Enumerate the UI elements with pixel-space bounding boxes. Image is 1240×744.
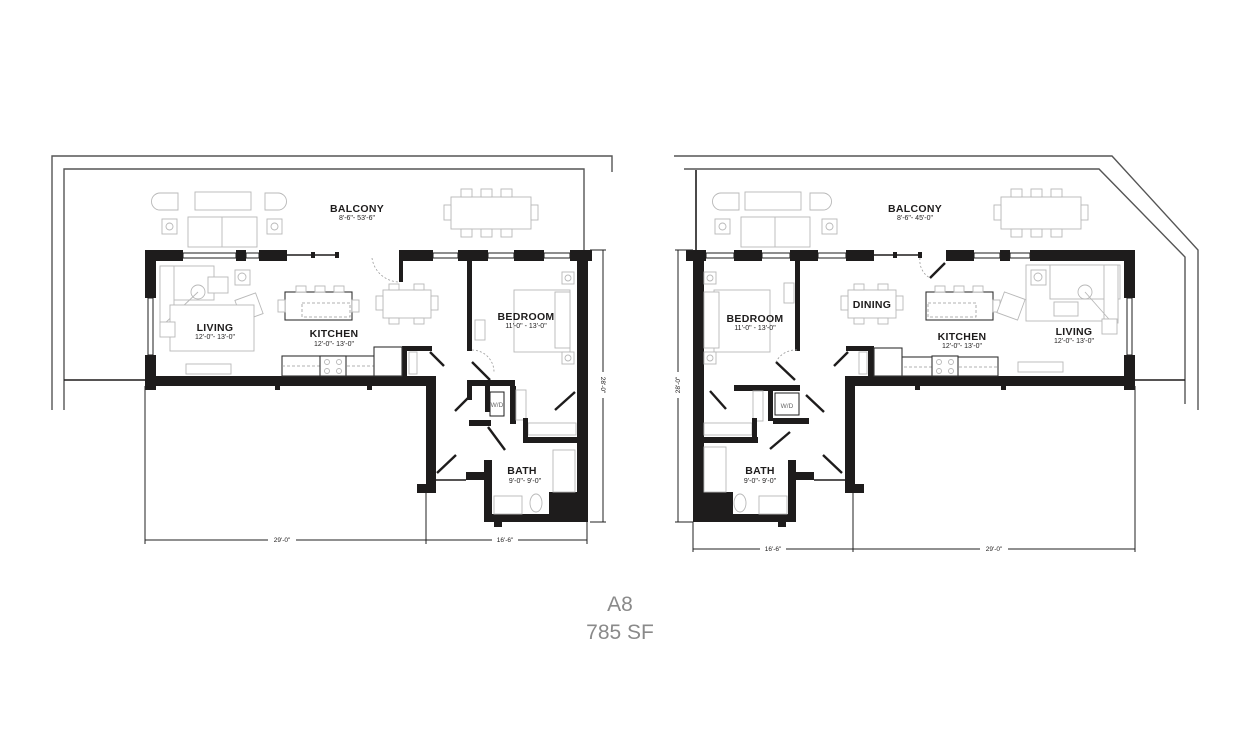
balcony-inner-edge <box>684 168 1186 404</box>
width-dim-b-right: 29'-0" <box>986 546 1003 553</box>
kitchen-label-right: KITCHEN <box>938 331 987 343</box>
bath-dims-left: 9'-0"- 9'-0" <box>509 478 542 485</box>
dining-table-left <box>375 283 439 325</box>
living-furniture-right <box>996 264 1121 373</box>
bedroom-furniture-left <box>474 271 575 365</box>
balcony-label-left: BALCONY <box>330 203 384 215</box>
kitchen-label-left: KITCHEN <box>310 328 359 340</box>
depth-dim-left: 28'-0" <box>599 377 606 394</box>
balcony-label-right: BALCONY <box>888 203 942 215</box>
balcony-lounge-furniture <box>712 191 838 248</box>
width-dim-a-left: 29'-0" <box>274 537 291 544</box>
left-floor-plan: W/D BATH 9'-0"- 9'-0" <box>51 155 613 544</box>
bedroom-furniture-right <box>703 271 795 365</box>
kitchen-island-right <box>925 285 1001 321</box>
balcony-inner-edge <box>63 168 585 410</box>
laundry-label-right: W/D <box>781 403 794 410</box>
laundry-label-left: W/D <box>491 402 504 409</box>
bedroom-dims-left: 11'-0" - 13'-0" <box>505 323 547 330</box>
right-floor-plan: W/D BATH 9'-0"- 9'-0" <box>673 155 1199 553</box>
living-label-left: LIVING <box>197 322 234 334</box>
kitchen-counter-right <box>873 347 999 377</box>
kitchen-dims-right: 12'-0"- 13'-0" <box>942 343 982 350</box>
kitchen-counter-left <box>281 346 403 377</box>
balcony-lounge-furniture <box>151 191 287 248</box>
balcony-dining-table <box>993 188 1089 238</box>
living-dims-left: 12'-0"- 13'-0" <box>195 334 235 341</box>
width-dim-b-left: 16'-6" <box>497 537 514 544</box>
bath-label-right: BATH <box>745 465 775 477</box>
bedroom-dims-right: 11'-0" - 13'-0" <box>734 325 776 332</box>
unit-name: A8 <box>607 593 633 616</box>
unit-area: 785 SF <box>586 621 654 644</box>
balcony-dining-table <box>443 188 539 238</box>
width-dim-a-right: 16'-6" <box>765 546 782 553</box>
bath-dims-right: 9'-0"- 9'-0" <box>744 478 777 485</box>
balcony-outer-edge <box>674 155 1199 410</box>
bedroom-label-left: BEDROOM <box>498 311 555 323</box>
balcony-dims-left: 8'-6"- 53'-6" <box>339 215 376 222</box>
kitchen-island-left <box>277 285 360 321</box>
living-furniture-left <box>159 265 264 375</box>
bedroom-label-right: BEDROOM <box>727 313 784 325</box>
balcony-outer-edge <box>51 155 613 410</box>
kitchen-dims-left: 12'-0"- 13'-0" <box>314 341 354 348</box>
balcony-dims-right: 8'-6"- 45'-0" <box>897 215 934 222</box>
living-dims-right: 12'-0"- 13'-0" <box>1054 338 1094 345</box>
depth-dim-right: 28'-0" <box>675 376 682 393</box>
dining-table-right <box>840 283 904 325</box>
living-label-right: LIVING <box>1056 326 1093 338</box>
dining-label-right: DINING <box>853 299 892 311</box>
bath-label-left: BATH <box>507 465 537 477</box>
